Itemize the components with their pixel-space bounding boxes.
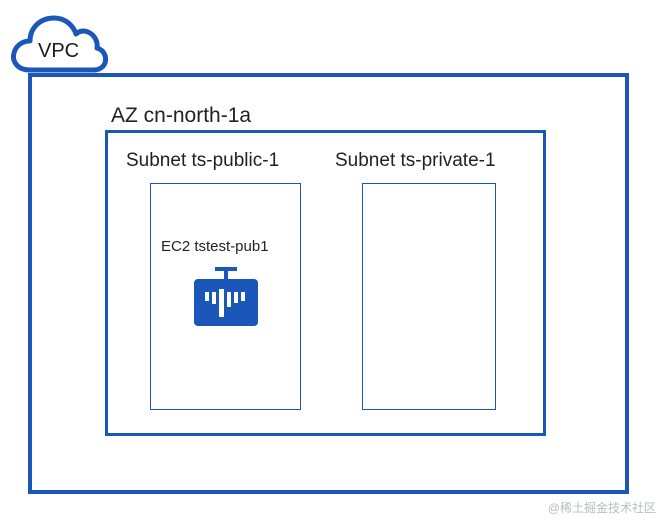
subnet-private-box	[362, 183, 496, 410]
vpc-label: VPC	[38, 40, 80, 62]
watermark: @稀土掘金技术社区	[547, 501, 656, 515]
subnet-public-label: Subnet ts-public-1	[126, 150, 280, 171]
cloud-icon	[11, 15, 108, 73]
subnet-private-label: Subnet ts-private-1	[335, 150, 496, 171]
az-boundary	[105, 130, 546, 436]
subnet-public-box	[150, 183, 301, 410]
ec2-instance-icon	[194, 267, 258, 326]
az-label: AZ cn-north-1a	[111, 104, 252, 127]
ec2-label: EC2 tstest-pub1	[161, 238, 269, 255]
vpc-boundary	[28, 73, 629, 494]
